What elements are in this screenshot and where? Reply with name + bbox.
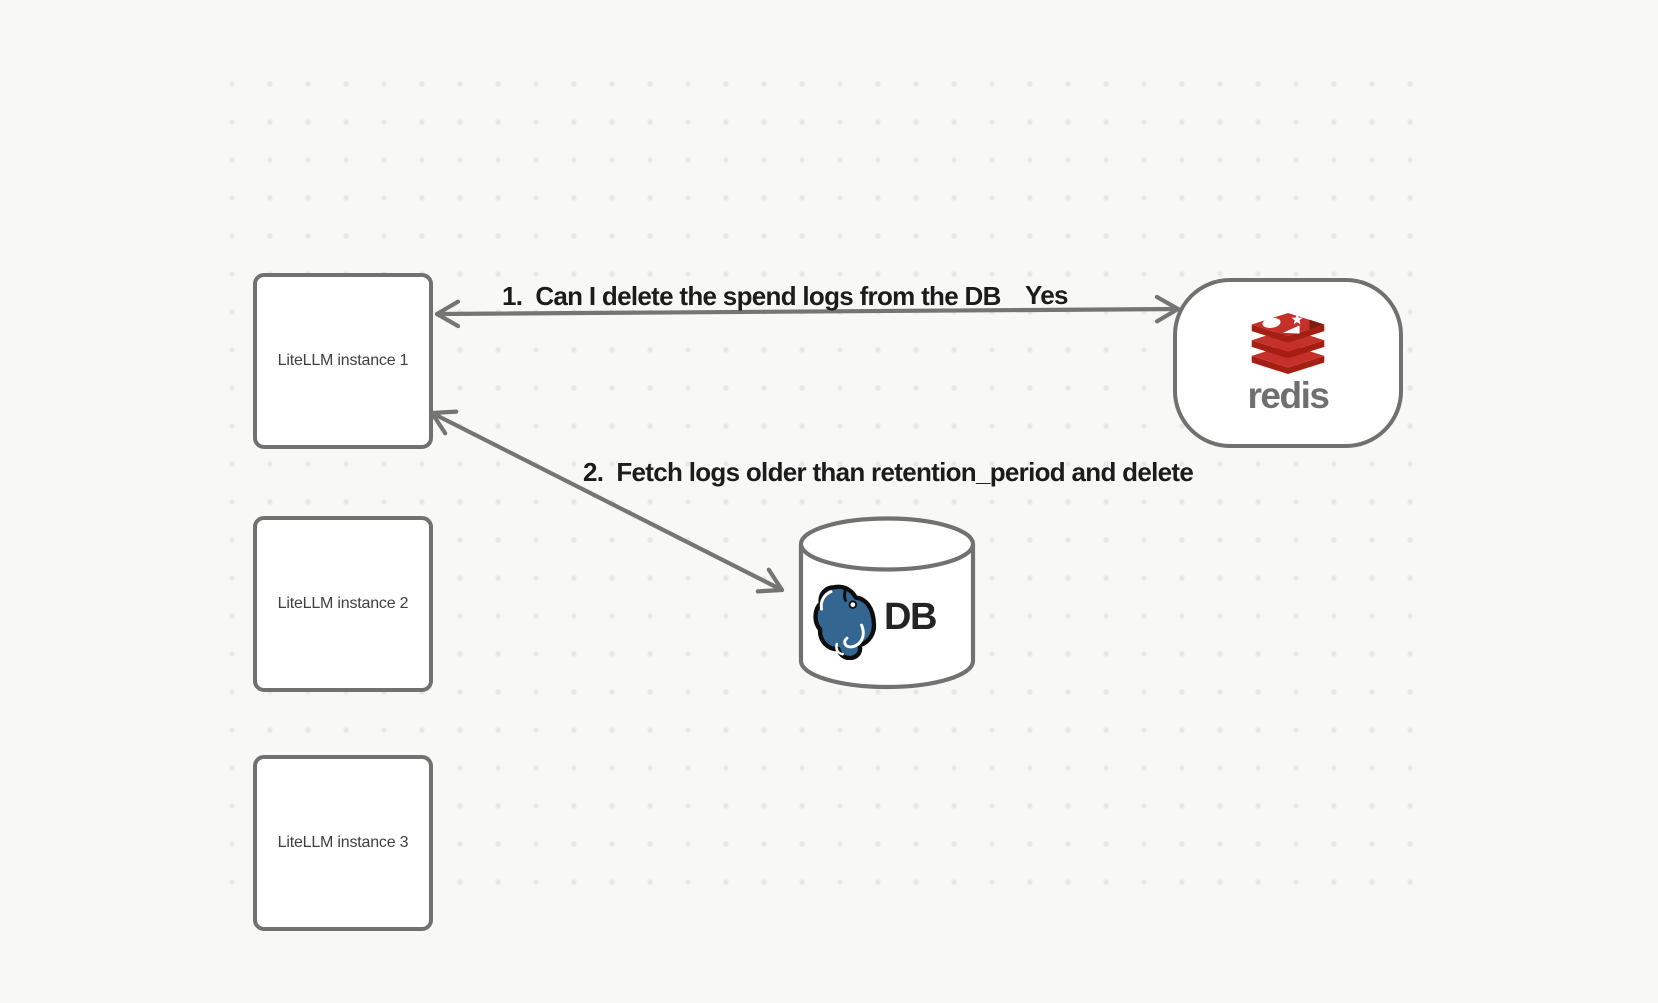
edge1-response-label: Yes [1025, 280, 1068, 310]
node-label: LiteLLM instance 2 [277, 595, 409, 612]
node-litellm-instance-1[interactable]: LiteLLM instance 1 [253, 273, 433, 449]
node-label: LiteLLM instance 3 [277, 834, 409, 851]
redis-logo-icon [1251, 313, 1325, 375]
edge2-label: 2. Fetch logs older than retention_perio… [583, 457, 1194, 487]
node-litellm-instance-2[interactable]: LiteLLM instance 2 [253, 516, 433, 692]
node-label: LiteLLM instance 1 [277, 352, 409, 369]
node-litellm-instance-3[interactable]: LiteLLM instance 3 [253, 755, 433, 931]
edge1-label: 1. Can I delete the spend logs from the … [502, 281, 1001, 311]
postgresql-elephant-icon [813, 584, 877, 660]
node-redis[interactable]: redis [1173, 278, 1403, 448]
redis-wordmark: redis [1247, 375, 1330, 416]
database-label: DB [884, 596, 937, 638]
